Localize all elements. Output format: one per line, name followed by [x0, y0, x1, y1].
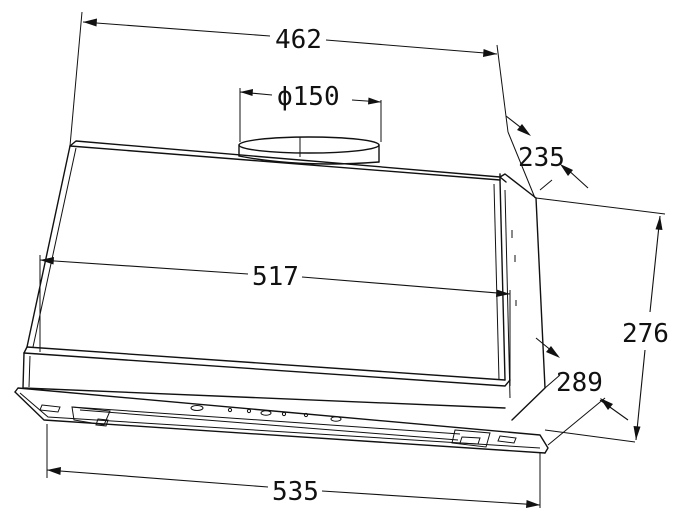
dim-label-bottom-depth: 289: [556, 368, 603, 398]
dim-label-bottom-width: 535: [272, 477, 319, 507]
dimension-duct-diameter: ϕ150: [239, 82, 382, 142]
dimension-bottom-width: 535: [46, 424, 541, 508]
dim-label-body-width: 517: [252, 262, 299, 292]
control-panel: [14, 387, 549, 454]
dimension-height: 276: [535, 197, 669, 443]
duct-collar: [238, 136, 380, 165]
dim-label-duct-diameter: ϕ150: [277, 82, 340, 112]
dim-label-top-depth: 235: [518, 143, 565, 173]
dimension-bottom-depth: 289: [535, 337, 629, 446]
hood-body: [22, 140, 546, 421]
dimension-top-depth: 235: [505, 115, 589, 199]
dim-label-top-width: 462: [275, 25, 322, 55]
dimension-top-width: 462: [69, 11, 509, 147]
dimension-body-width: 517: [39, 255, 511, 386]
dim-label-height: 276: [622, 319, 669, 349]
